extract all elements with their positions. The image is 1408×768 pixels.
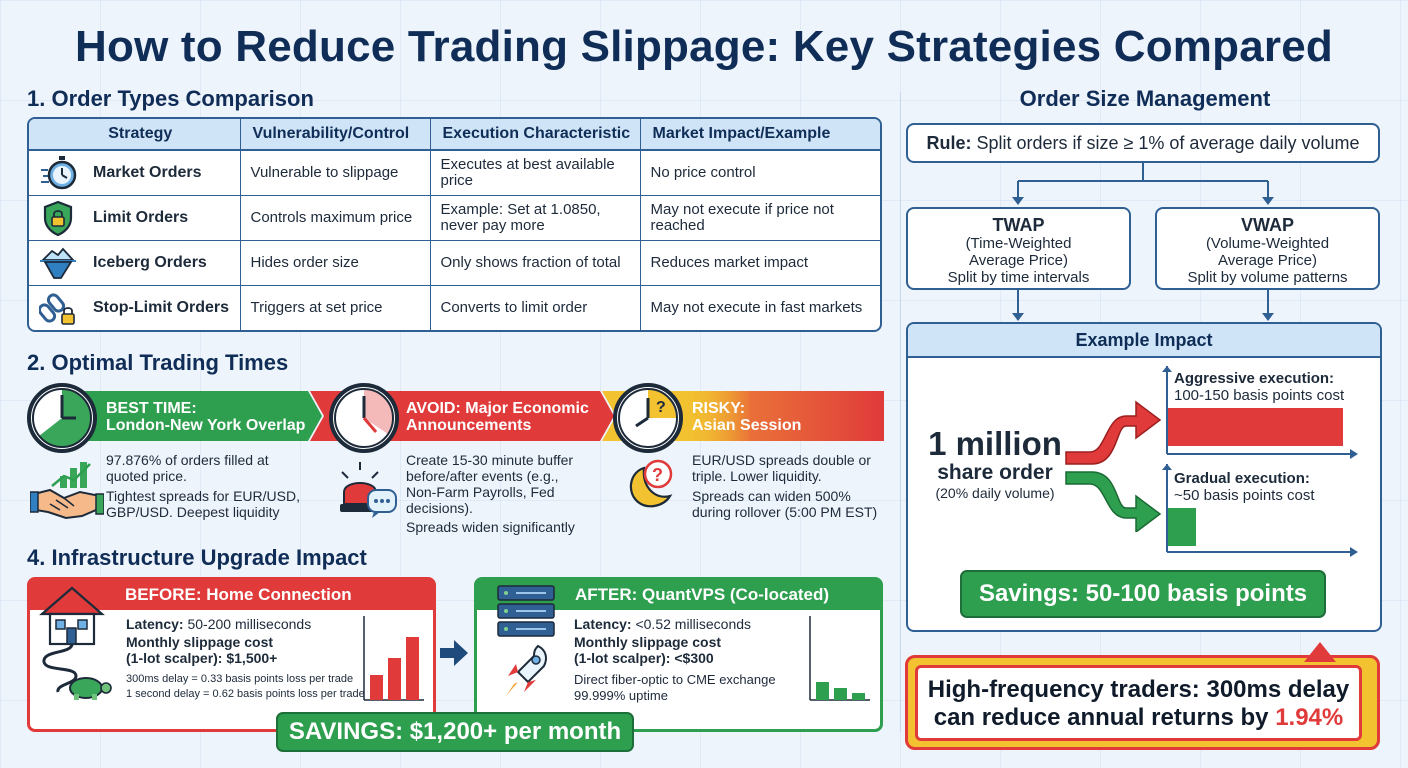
avoid-label: AVOID: Major Economic Announcements (406, 400, 589, 434)
section-heading-trading-times: 2. Optimal Trading Times (27, 350, 289, 375)
table-row: Iceberg Orders Hides order size Only sho… (29, 240, 880, 287)
svg-text:?: ? (652, 465, 663, 485)
order-size-label: 1 million share order (20% daily volume) (928, 425, 1062, 502)
aggressive-bar (1168, 408, 1343, 446)
order-types-table: Strategy Vulnerability/Control Execution… (27, 117, 882, 332)
column-header: Market Impact/Example (640, 119, 880, 151)
risky-description: EUR/USD spreads double or triple. Lower … (692, 452, 878, 520)
after-details: Latency: <0.52 milliseconds Monthly slip… (574, 616, 776, 703)
alarm-chat-icon (340, 462, 397, 518)
column-header: Strategy (29, 119, 241, 151)
table-cell: May not execute in fast markets (650, 299, 863, 316)
flow-connectors (1012, 163, 1274, 321)
table-cell: Controls maximum price (240, 195, 431, 242)
shield-lock-icon (43, 200, 73, 237)
table-cell: No price control (640, 150, 880, 197)
clock-icon-red (329, 383, 399, 453)
strategy-name: Market Orders (93, 164, 202, 181)
strategy-name: Limit Orders (93, 209, 189, 227)
column-divider (900, 92, 901, 732)
gradual-chart (1162, 464, 1358, 557)
column-header: Execution Characteristic (430, 119, 641, 151)
aggressive-label: Aggressive execution: 100-150 basis poin… (1174, 370, 1345, 404)
stopwatch-icon (41, 156, 77, 190)
strategy-name: Iceberg Orders (93, 254, 207, 272)
house-turtle-icon (39, 586, 112, 700)
size-savings-badge: Savings: 50-100 basis points (960, 570, 1326, 618)
bar (852, 693, 865, 700)
banner-risky-red-fade (680, 391, 884, 441)
table-row: Limit Orders Controls maximum price Exam… (29, 195, 880, 242)
callout-pointer (1304, 642, 1336, 662)
order-size-heading: Order Size Management (1019, 86, 1271, 111)
clock-icon-yellow: ? (613, 383, 683, 453)
execution-arrows (1065, 400, 1162, 532)
table-cell: Only shows fraction of total (430, 240, 641, 287)
strategy-cell: Limit Orders (29, 195, 241, 242)
chain-lock-icon (39, 293, 75, 325)
strategy-cell: Stop-Limit Orders (29, 285, 241, 330)
clock-icon-green (27, 383, 97, 453)
infrastructure-savings-badge: SAVINGS: $1,200+ per month (276, 712, 634, 752)
table-cell: Triggers at set price (240, 285, 431, 330)
column-header: Vulnerability/Control (240, 119, 431, 151)
table-cell: Vulnerable to slippage (240, 150, 431, 197)
gradual-label: Gradual execution: ~50 basis points cost (1174, 470, 1315, 504)
twap-box: TWAP (Time-Weighted Average Price) Split… (906, 207, 1131, 290)
avoid-description: Create 15-30 minute buffer before/after … (406, 452, 575, 535)
after-bar-chart (809, 616, 870, 701)
moon-question-icon: ? (629, 459, 673, 508)
table-cell: Converts to limit order (430, 285, 641, 330)
arrow-right-icon (440, 640, 468, 666)
aggressive-chart (1162, 366, 1358, 459)
best-time-description: 97.876% of orders filled at quoted price… (106, 452, 300, 520)
example-impact-heading: Example Impact (908, 324, 1380, 358)
table-row: Stop-Limit Orders Triggers at set price … (29, 285, 880, 330)
best-time-label: BEST TIME: London-New York Overlap (106, 400, 306, 434)
risky-label: RISKY: Asian Session (692, 400, 802, 434)
banner-best (60, 391, 322, 441)
page-title: How to Reduce Trading Slippage: Key Stra… (75, 22, 1333, 71)
gradual-bar (1168, 508, 1196, 546)
strategy-cell: Iceberg Orders (29, 240, 241, 287)
table-cell: Hides order size (240, 240, 431, 287)
bar (406, 637, 419, 700)
table-cell: Example: Set at 1.0850, never pay more (430, 195, 641, 242)
bar (816, 682, 829, 700)
strategy-cell: Market Orders (29, 150, 241, 197)
handshake-chart-icon (30, 462, 104, 520)
iceberg-icon (40, 247, 76, 279)
table-header-row: Strategy Vulnerability/Control Execution… (29, 119, 880, 151)
table-row: Market Orders Vulnerable to slippage Exe… (29, 150, 880, 197)
callout-frame (905, 655, 1380, 750)
before-box: BEFORE: Home Connection (27, 577, 436, 732)
callout-box: High-frequency traders: 300ms delay can … (915, 665, 1362, 741)
bar (834, 688, 847, 700)
after-box: AFTER: QuantVPS (Co-located) (474, 577, 883, 732)
table-cell: May not execute if price not reached (640, 195, 880, 242)
rule-box: Rule: Split orders if size ≥ 1% of avera… (906, 123, 1380, 163)
bar (388, 658, 401, 700)
strategy-name: Stop-Limit Orders (93, 299, 230, 316)
before-details: Latency: 50-200 milliseconds Monthly sli… (126, 616, 365, 700)
section-heading-order-types: 1. Order Types Comparison (27, 86, 314, 111)
table-cell: Reduces market impact (640, 240, 880, 287)
before-bar-chart (363, 616, 424, 701)
svg-text:?: ? (656, 399, 666, 416)
table-cell: Executes at best available price (430, 150, 641, 197)
bar (370, 675, 383, 700)
server-rocket-icon (497, 585, 555, 696)
before-head: BEFORE: Home Connection (30, 580, 433, 610)
vwap-box: VWAP (Volume-Weighted Average Price) Spl… (1155, 207, 1380, 290)
section-heading-infrastructure: 4. Infrastructure Upgrade Impact (27, 545, 367, 570)
callout-highlight: 1.94% (1275, 704, 1344, 731)
